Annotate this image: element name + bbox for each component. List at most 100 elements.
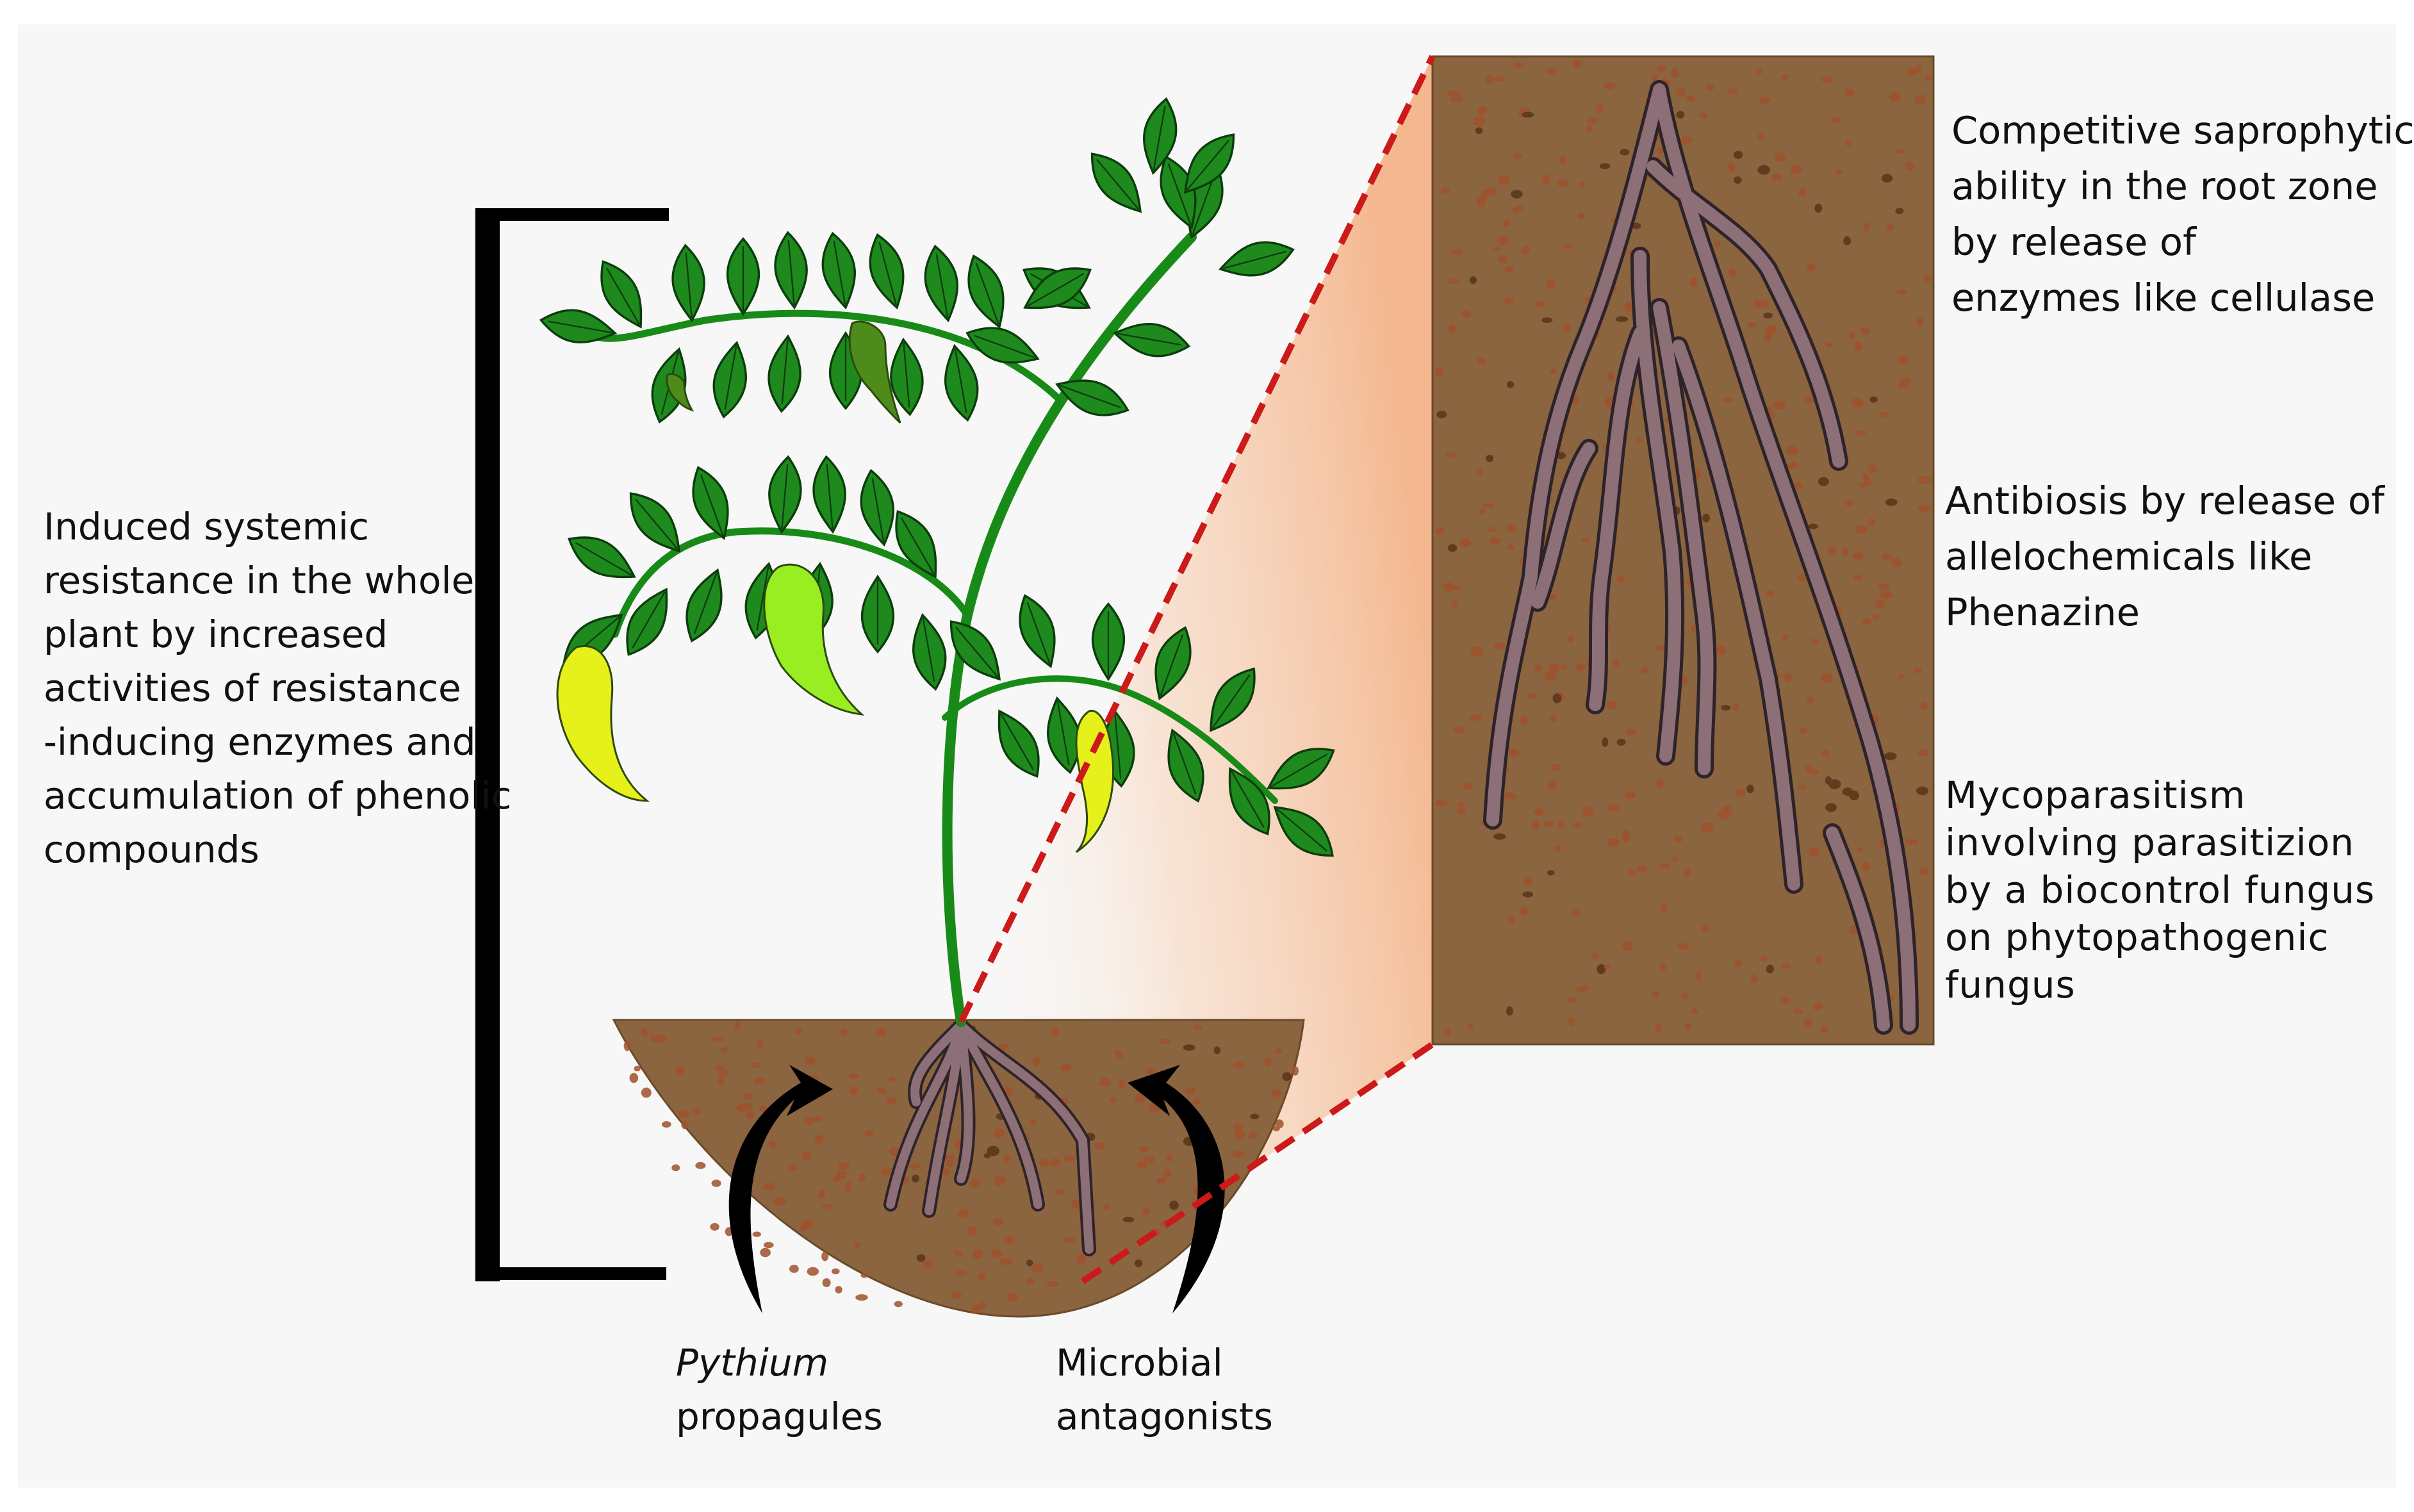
soil-particle [752, 1231, 762, 1237]
label-line: fungus [1945, 963, 2076, 1007]
soil-particle [1506, 792, 1514, 798]
soil-particle [1507, 916, 1515, 924]
soil-particle [1547, 870, 1555, 876]
soil-particle [1733, 151, 1743, 159]
soil-particle [1690, 1008, 1699, 1014]
label-line: ability in the root zone [1951, 164, 2378, 208]
soil-particle [760, 1247, 771, 1258]
soil-particle [1830, 117, 1842, 123]
soil-particle [858, 1173, 866, 1183]
soil-particle [1655, 778, 1664, 789]
soil-particle [1503, 219, 1511, 227]
soil-particle [1917, 749, 1928, 757]
leaf [1009, 589, 1067, 673]
soil-particle [1657, 65, 1667, 72]
soil-particle [822, 1203, 832, 1210]
soil-particle [854, 1242, 861, 1249]
soil-particle [833, 1176, 841, 1182]
soil-particle [1504, 266, 1514, 272]
soil-particle [1213, 1046, 1221, 1055]
soil-particle [750, 1062, 761, 1069]
soil-particle [1475, 127, 1483, 135]
soil-particle [953, 1251, 964, 1256]
soil-particle [1861, 618, 1872, 625]
soil-particle [818, 1189, 825, 1199]
soil-particle [1506, 1006, 1513, 1016]
soil-particle [768, 1140, 777, 1149]
soil-particle [1914, 94, 1927, 104]
soil-particle [1554, 844, 1562, 852]
leaf [1111, 316, 1193, 363]
soil-particle [789, 1265, 799, 1273]
soil-particle [756, 1040, 764, 1050]
soil-particle [1841, 546, 1849, 557]
soil-particle [1728, 268, 1737, 277]
soil-particle [876, 1087, 887, 1094]
soil-particle [912, 1174, 919, 1183]
soil-particle [832, 1268, 840, 1274]
soil-particle [1616, 739, 1626, 746]
soil-particle [1803, 396, 1814, 404]
soil-particle [1451, 249, 1464, 255]
soil-particle [1054, 1188, 1066, 1195]
soil-particle [1673, 835, 1683, 843]
soil-particle [1641, 666, 1650, 674]
soil-particle [1659, 863, 1671, 869]
soil-particle [656, 1034, 667, 1042]
soil-particle [993, 1218, 1004, 1226]
soil-particle [801, 1151, 812, 1161]
soil-particle [1660, 903, 1668, 911]
soil-particle [1681, 992, 1689, 999]
soil-particle [1470, 646, 1483, 657]
soil-particle [1875, 599, 1885, 609]
soil-particle [1234, 1129, 1245, 1140]
soil-particle [1676, 111, 1685, 119]
soil-particle [1732, 703, 1739, 711]
soil-particle [1916, 786, 1929, 796]
soil-particle [1448, 324, 1457, 333]
soil-particle [1722, 397, 1733, 403]
soil-particle [1556, 452, 1566, 459]
soil-particle [1655, 1024, 1663, 1033]
soil-particle [957, 1209, 969, 1219]
soil-particle [954, 1270, 967, 1276]
soil-particle [1632, 222, 1641, 229]
soil-particle [720, 1047, 728, 1053]
soil-particle [923, 1260, 933, 1269]
soil-particle [1806, 696, 1814, 703]
soil-particle [1727, 88, 1738, 94]
soil-particle [1735, 789, 1746, 797]
soil-particle [1808, 847, 1820, 857]
soil-particle [1607, 372, 1615, 382]
soil-particle [1581, 807, 1594, 817]
soil-particle [1791, 165, 1802, 175]
soil-particle [1030, 1119, 1037, 1126]
soil-particle [1076, 1254, 1087, 1264]
soil-particle [812, 1116, 823, 1122]
soil-particle [794, 1027, 802, 1035]
soil-particle [1194, 1024, 1203, 1031]
soil-particle [1825, 342, 1833, 348]
soil-particle [1734, 958, 1742, 967]
soil-particle [1560, 664, 1568, 670]
soil-particle [1192, 1099, 1201, 1105]
soil-particle [1845, 88, 1854, 97]
soil-particle [1508, 748, 1520, 757]
soil-particle [1461, 310, 1471, 318]
soil-particle [1818, 477, 1829, 486]
soil-particle [1473, 116, 1486, 127]
soil-particle [741, 1102, 753, 1111]
soil-particle [1851, 398, 1864, 408]
soil-particle [1563, 243, 1573, 249]
soil-particle [1520, 716, 1529, 725]
soil-particle [1450, 585, 1461, 591]
soil-particle [1765, 325, 1777, 335]
soil-particle [1141, 1206, 1149, 1215]
soil-particle [916, 1254, 926, 1262]
leaf [537, 303, 619, 350]
soil-particle [1099, 1078, 1111, 1087]
soil-particle [951, 1291, 962, 1299]
soil-particle [1552, 693, 1562, 703]
soil-particle [1450, 94, 1463, 103]
soil-particle [1163, 1169, 1172, 1178]
